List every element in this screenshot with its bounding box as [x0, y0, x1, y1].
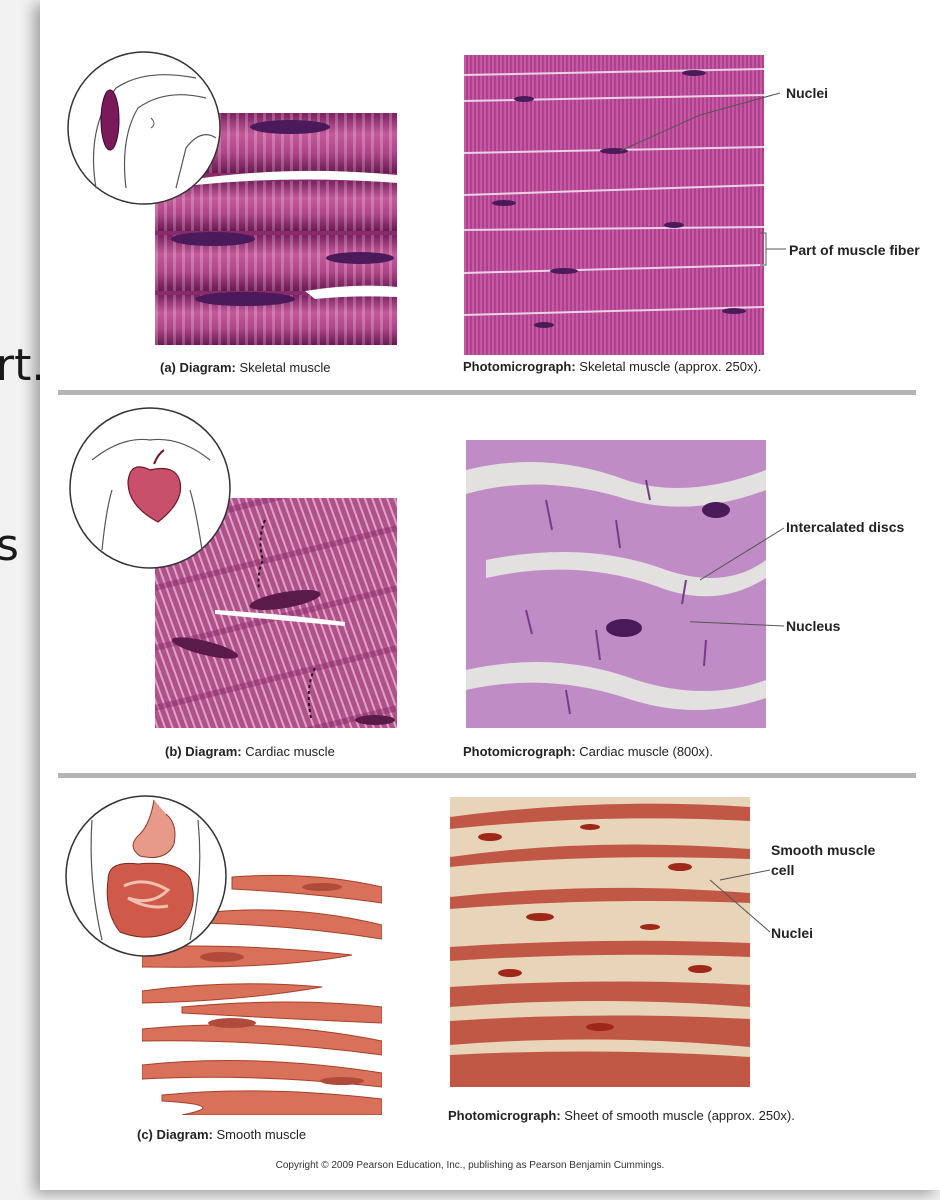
caption-smooth-text: Smooth muscle — [216, 1127, 307, 1142]
copyright-notice: Copyright © 2009 Pearson Education, Inc.… — [275, 1160, 665, 1171]
digestive-illustration-circle — [58, 790, 238, 966]
divider-1 — [58, 390, 916, 395]
label-smooth-muscle-cell: Smooth muscle cell — [771, 842, 876, 878]
caption-photo-word: Photomicrograph: — [448, 1108, 561, 1123]
caption-cardiac-text: Cardiac muscle — [245, 744, 335, 759]
cardiac-leader-lines — [690, 527, 785, 627]
label-nuclei-smooth: Nuclei — [771, 925, 814, 941]
caption-cardiac-photo-text: Cardiac muscle (800x). — [579, 744, 713, 759]
caption-cardiac-diagram: (b) Diagram: Cardiac muscle — [165, 744, 335, 759]
background-text-1: rt. — [0, 340, 46, 391]
caption-diagram-word: Diagram: — [185, 744, 242, 759]
skeletal-diagram — [155, 113, 397, 345]
skeletal-photomicrograph — [464, 55, 764, 355]
caption-smooth-photo-text: Sheet of smooth muscle (approx. 250x). — [564, 1108, 795, 1123]
label-intercalated-discs: Intercalated discs — [786, 519, 905, 535]
skeletal-leader-lines — [619, 92, 786, 266]
caption-diagram-word: Diagram: — [179, 360, 236, 375]
cardiac-diagram — [155, 498, 397, 728]
label-nucleus-cardiac: Nucleus — [786, 618, 841, 634]
caption-diagram-word: Diagram: — [156, 1127, 213, 1142]
smooth-leader-lines — [709, 869, 771, 933]
label-part-of-muscle-fiber: Part of muscle fiber — [789, 242, 920, 258]
caption-skeletal-diagram: (a) Diagram: Skeletal muscle — [160, 360, 331, 375]
background-text-2: s — [0, 520, 19, 571]
caption-skeletal-photo-text: Skeletal muscle (approx. 250x). — [579, 359, 762, 374]
caption-letter-a: (a) — [160, 360, 176, 375]
smooth-photomicrograph — [450, 797, 750, 1087]
caption-smooth-diagram: (c) Diagram: Smooth muscle — [137, 1127, 306, 1142]
caption-skeletal-text: Skeletal muscle — [239, 360, 331, 375]
label-nuclei-skeletal: Nuclei — [786, 85, 829, 101]
caption-smooth-photo: Photomicrograph: Sheet of smooth muscle … — [448, 1106, 868, 1125]
caption-photo-word: Photomicrograph: — [463, 359, 576, 374]
caption-letter-c: (c) — [137, 1127, 153, 1142]
caption-photo-word: Photomicrograph: — [463, 744, 576, 759]
heart-illustration-circle — [62, 400, 242, 580]
arm-illustration-circle — [56, 48, 236, 208]
cardiac-photomicrograph — [466, 440, 766, 728]
divider-2 — [58, 773, 916, 778]
caption-letter-b: (b) — [165, 744, 182, 759]
caption-skeletal-photo: Photomicrograph: Skeletal muscle (approx… — [463, 359, 761, 374]
caption-cardiac-photo: Photomicrograph: Cardiac muscle (800x). — [463, 744, 713, 759]
